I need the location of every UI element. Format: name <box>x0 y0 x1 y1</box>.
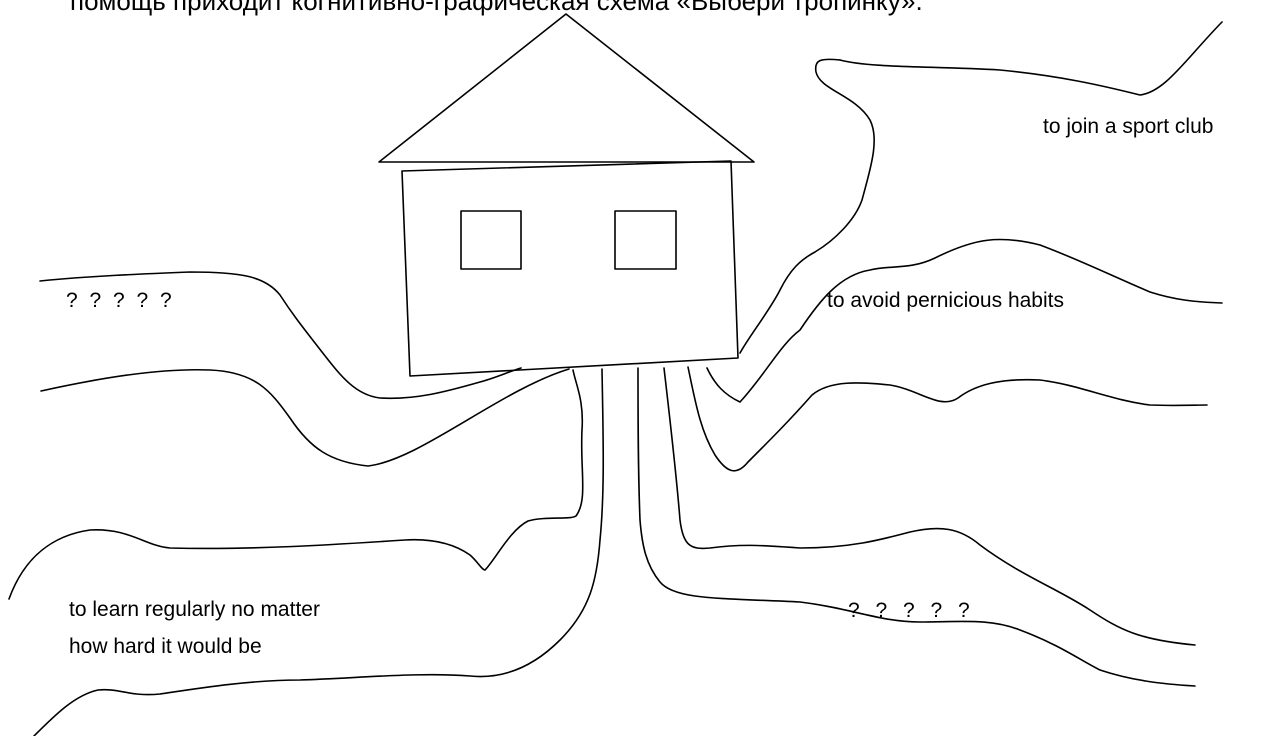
path-lower-left-bottom-edge <box>34 369 603 736</box>
house-window-right <box>615 211 676 269</box>
path-lower-left <box>9 369 603 736</box>
sport-club-label: to join a sport club <box>1043 112 1213 142</box>
house-body <box>402 161 738 376</box>
house <box>379 14 754 376</box>
house-roof <box>379 14 754 162</box>
left-path-question-label: ? ? ? ? ? <box>66 286 172 316</box>
path-lower-left-top-edge <box>9 370 583 599</box>
path-lower-right-bottom-edge <box>638 368 1195 686</box>
path-lower-right <box>638 368 1195 686</box>
learn-regularly-label-line2: how hard it would be <box>69 632 262 662</box>
right-path-question-label: ? ? ? ? ? <box>848 596 970 626</box>
path-middle-right <box>688 239 1222 470</box>
path-upper-right-right-edge <box>840 22 1222 95</box>
avoid-habits-label: to avoid pernicious habits <box>827 286 1064 316</box>
learn-regularly-label-line1: to learn regularly no matter <box>69 595 320 625</box>
house-window-left <box>461 211 521 269</box>
path-middle-right-bottom-edge <box>688 367 1207 471</box>
path-upper-left-bottom-edge <box>41 369 569 466</box>
path-middle-right-top-edge <box>707 239 1222 402</box>
